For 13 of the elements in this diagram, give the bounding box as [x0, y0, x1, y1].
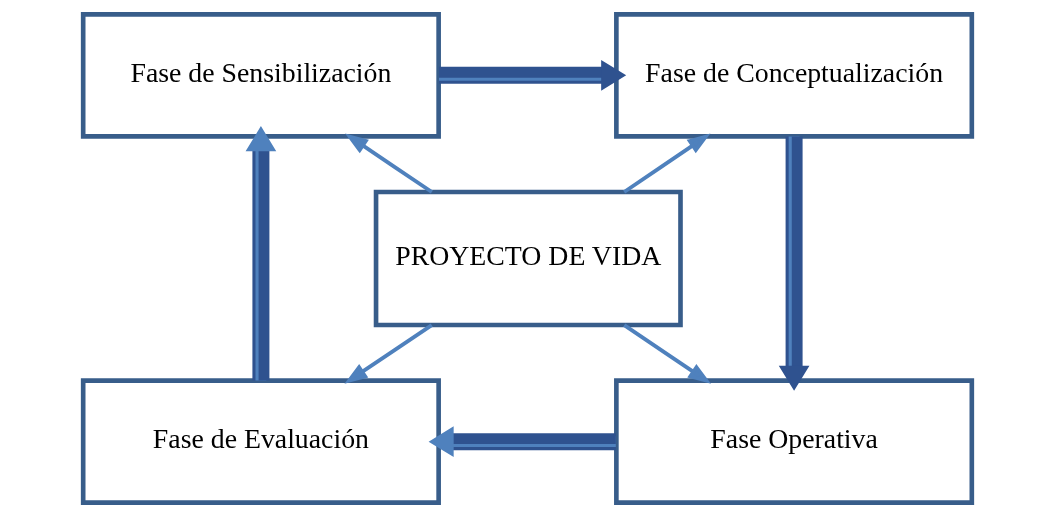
- node-box: Fase Operativa: [614, 378, 975, 505]
- arrow: [428, 426, 616, 457]
- arrow: [344, 323, 433, 384]
- arrow: [245, 126, 277, 381]
- node-box: PROYECTO DE VIDA: [373, 189, 683, 328]
- node-box: Fase de Conceptualización: [614, 12, 975, 139]
- arrow: [778, 136, 810, 391]
- arrow: [439, 60, 627, 91]
- node-box: Fase de Evaluación: [80, 378, 441, 505]
- arrow: [623, 133, 711, 194]
- arrow: [345, 133, 433, 194]
- node-box: Fase de Sensibilización: [80, 12, 441, 139]
- arrow: [623, 323, 712, 384]
